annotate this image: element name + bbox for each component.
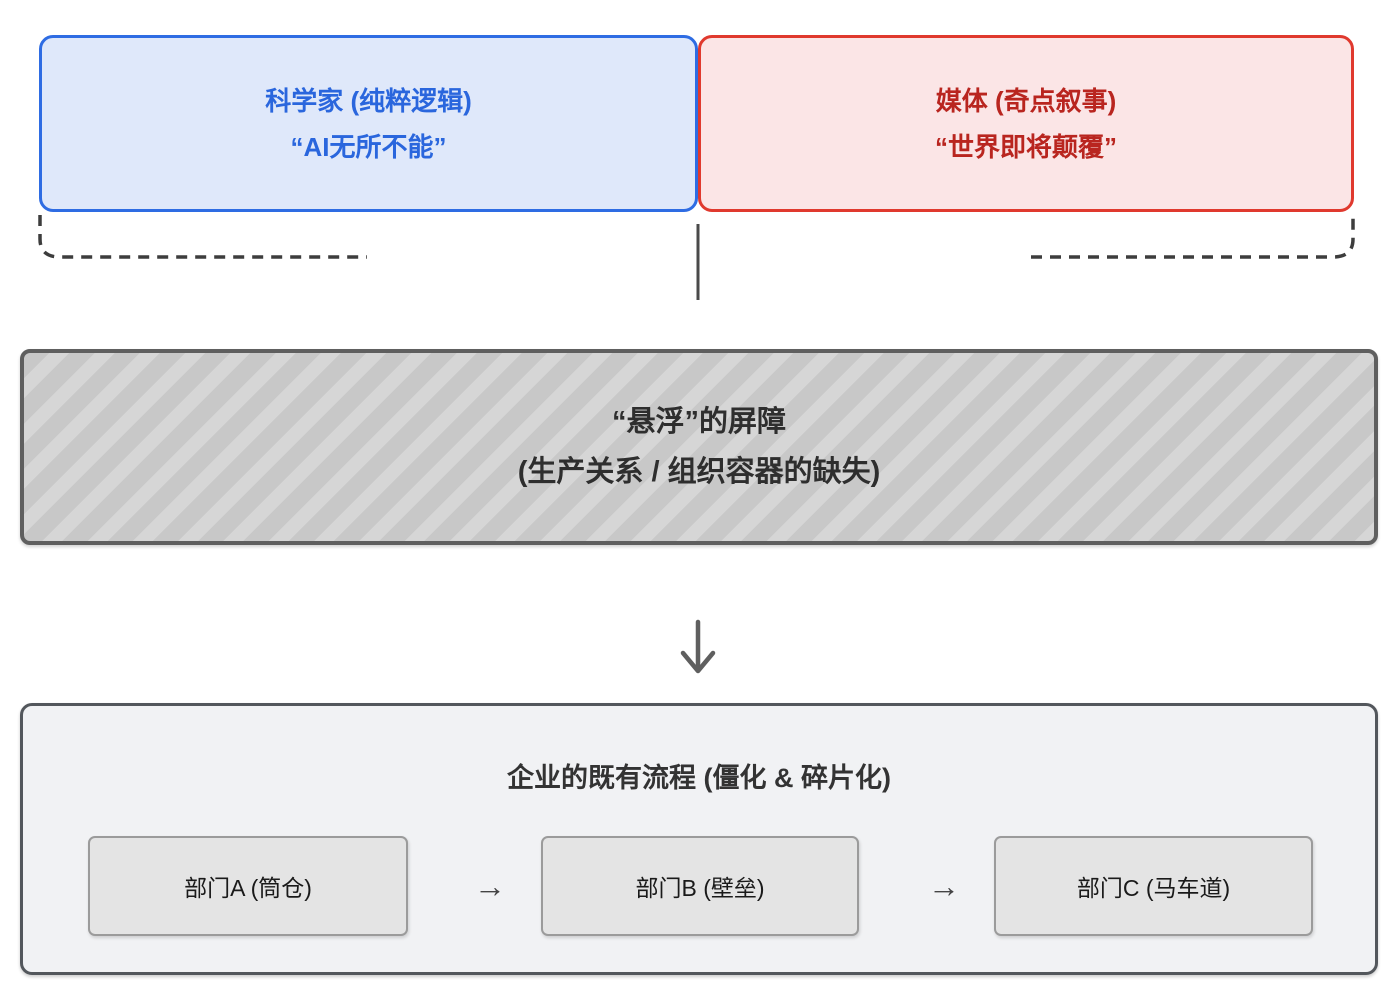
right-dashed-bracket: [1031, 215, 1355, 259]
scientist-box-title: 科学家 (纯粹逻辑): [265, 85, 472, 116]
department-b-box: 部门B (壁垒): [541, 836, 859, 936]
enterprise-box: 企业的既有流程 (僵化 & 碎片化) 部门A (筒仓) → 部门B (壁垒) →…: [20, 703, 1378, 975]
flow-arrow-icon: →: [474, 867, 506, 904]
scientist-box: 科学家 (纯粹逻辑) “AI无所不能”: [39, 35, 698, 212]
barrier-title: “悬浮”的屏障: [611, 406, 786, 438]
department-b-label: 部门B (壁垒): [635, 875, 765, 901]
scientist-box-quote: “AI无所不能”: [290, 131, 447, 162]
media-box: 媒体 (奇点叙事) “世界即将颠覆”: [698, 35, 1354, 212]
barrier-subtitle: (生产关系 / 组织容器的缺失): [517, 456, 881, 488]
down-arrow-icon: [680, 619, 716, 674]
department-c-box: 部门C (马车道): [994, 836, 1313, 936]
flow-arrow-icon: →: [928, 867, 960, 904]
department-c-label: 部门C (马车道): [1076, 875, 1231, 901]
media-box-title: 媒体 (奇点叙事): [935, 85, 1117, 116]
enterprise-title: 企业的既有流程 (僵化 & 碎片化): [507, 763, 891, 793]
media-box-quote: “世界即将颠覆”: [934, 131, 1117, 162]
barrier-box: “悬浮”的屏障 (生产关系 / 组织容器的缺失): [20, 349, 1378, 545]
department-a-label: 部门A (筒仓): [184, 875, 312, 901]
left-dashed-bracket: [38, 215, 367, 259]
department-a-box: 部门A (筒仓): [88, 836, 408, 936]
